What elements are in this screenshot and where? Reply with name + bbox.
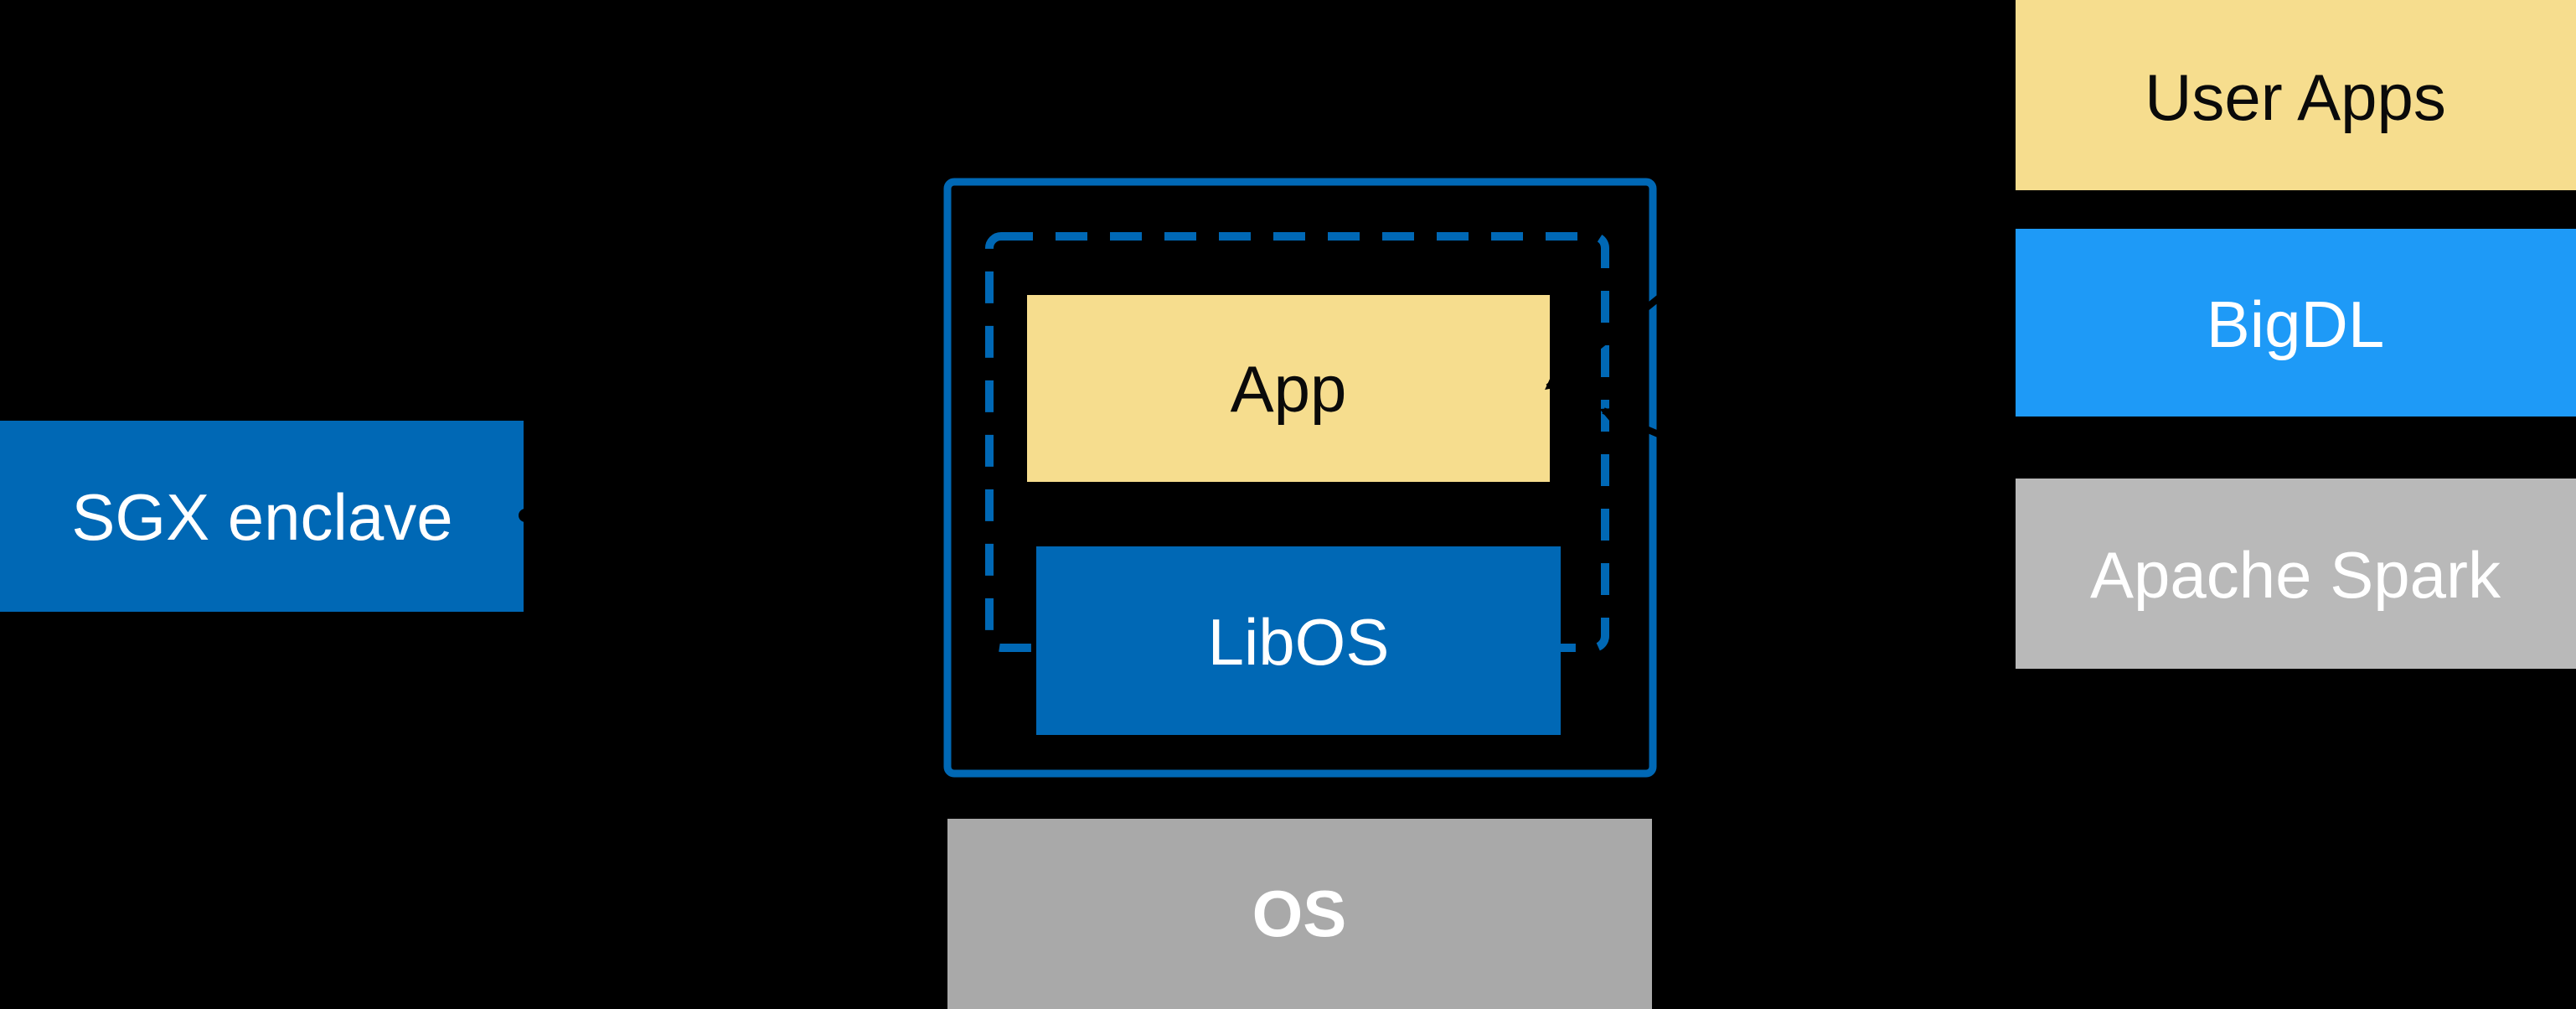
bigdl-box [2016, 229, 2576, 417]
app-label: App [1231, 352, 1347, 426]
sgx-enclave-label: SGX enclave [71, 480, 452, 554]
user-apps-label: User Apps [2145, 60, 2446, 134]
enclave-outer-border [943, 178, 1657, 778]
spark-to-enclave-arrow [1599, 406, 2016, 590]
bigdl-label: BigDL [2207, 287, 2384, 361]
user-apps-box [2016, 0, 2576, 190]
app-box [1027, 295, 1550, 482]
user-apps-to-app-arrow [1545, 11, 2013, 391]
apache-spark-box [2016, 479, 2576, 669]
libos-box [1036, 546, 1561, 735]
apache-spark-label: Apache Spark [2090, 538, 2501, 612]
os-label: OS [1252, 877, 1347, 950]
os-box [947, 819, 1652, 1009]
sgx-enclave-label-box [0, 421, 524, 612]
libos-label: LibOS [1208, 605, 1390, 679]
